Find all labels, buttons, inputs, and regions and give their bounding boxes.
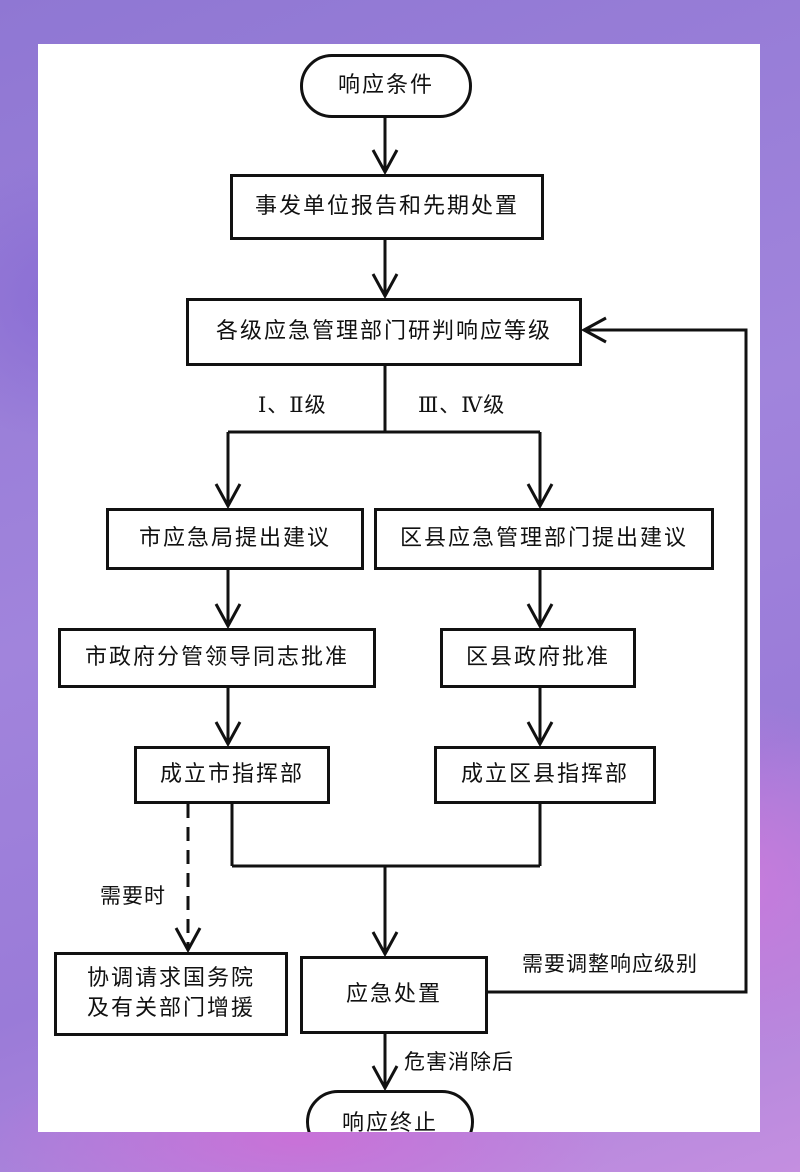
edge-label-level-high: Ⅰ、Ⅱ级 (258, 393, 327, 417)
node-county-command-label: 成立区县指挥部 (460, 762, 629, 788)
flowchart-page: 响应条件 事发单位报告和先期处置 各级应急管理部门研判响应等级 Ⅰ、Ⅱ级 Ⅲ、Ⅳ… (38, 44, 760, 1132)
connector-lines (174, 116, 748, 1092)
node-city-suggest: 市应急局提出建议 (106, 508, 364, 570)
node-county-approve: 区县政府批准 (440, 628, 636, 688)
node-handle-label: 应急处置 (345, 982, 442, 1008)
node-county-approve-label: 区县政府批准 (465, 645, 610, 671)
arrowhead (214, 603, 242, 630)
node-report-label: 事发单位报告和先期处置 (254, 194, 519, 220)
node-county-suggest-label: 区县应急管理部门提出建议 (399, 526, 688, 552)
arrowhead (371, 273, 399, 300)
arrowhead (371, 1065, 399, 1092)
edge-label-adjust-level: 需要调整响应级别 (522, 952, 698, 976)
node-end: 响应终止 (306, 1090, 474, 1132)
arrowhead (371, 931, 399, 958)
node-start-label: 响应条件 (337, 73, 434, 99)
edge-label-after-clear: 危害消除后 (404, 1050, 514, 1074)
arrowhead (214, 483, 242, 510)
node-city-approve: 市政府分管领导同志批准 (58, 628, 376, 688)
node-assess-label: 各级应急管理部门研判响应等级 (215, 319, 552, 345)
node-city-suggest-label: 市应急局提出建议 (138, 526, 331, 552)
edge-label-level-low: Ⅲ、Ⅳ级 (418, 393, 506, 417)
node-coordinate-line1: 协调请求国务院 (86, 966, 255, 992)
edge-feedback-loop (486, 328, 748, 994)
node-coordinate: 协调请求国务院 及有关部门增援 (54, 952, 288, 1036)
node-assess: 各级应急管理部门研判响应等级 (186, 298, 582, 366)
node-handle: 应急处置 (300, 956, 488, 1034)
node-report: 事发单位报告和先期处置 (230, 174, 544, 240)
arrowhead (580, 316, 607, 344)
node-city-command-label: 成立市指挥部 (159, 762, 304, 788)
node-end-label: 响应终止 (341, 1111, 438, 1132)
edge-label-when-needed: 需要时 (100, 884, 166, 908)
node-county-command: 成立区县指挥部 (434, 746, 656, 804)
arrowhead (214, 721, 242, 748)
node-city-command: 成立市指挥部 (134, 746, 330, 804)
arrowhead (526, 721, 554, 748)
node-coordinate-line2: 及有关部门增援 (86, 996, 255, 1021)
node-start: 响应条件 (300, 54, 472, 118)
arrowhead (526, 603, 554, 630)
node-city-approve-label: 市政府分管领导同志批准 (84, 645, 349, 671)
arrowhead (526, 483, 554, 510)
node-county-suggest: 区县应急管理部门提出建议 (374, 508, 714, 570)
arrowhead (174, 927, 202, 954)
arrowhead (371, 149, 399, 176)
